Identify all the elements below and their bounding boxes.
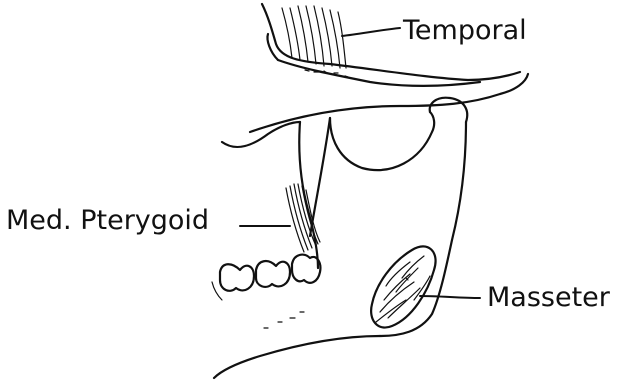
mandibular-notch xyxy=(330,112,434,170)
coronoid-line xyxy=(310,118,330,236)
masseter-label: Masseter xyxy=(487,284,610,311)
temporal-label: Temporal xyxy=(403,17,527,44)
masseter-muscle xyxy=(371,246,435,327)
molar-teeth xyxy=(212,255,320,300)
mandible-lower-border xyxy=(214,336,380,378)
zygomatic-arch-upper xyxy=(278,60,480,86)
condyle xyxy=(430,98,468,122)
ramus-posterior xyxy=(380,122,466,336)
temporal-leader-line xyxy=(342,28,400,36)
masseter-leader-line xyxy=(420,296,480,298)
maxilla-edge xyxy=(222,122,300,147)
medial-pterygoid-label: Med. Pterygoid xyxy=(6,207,209,234)
